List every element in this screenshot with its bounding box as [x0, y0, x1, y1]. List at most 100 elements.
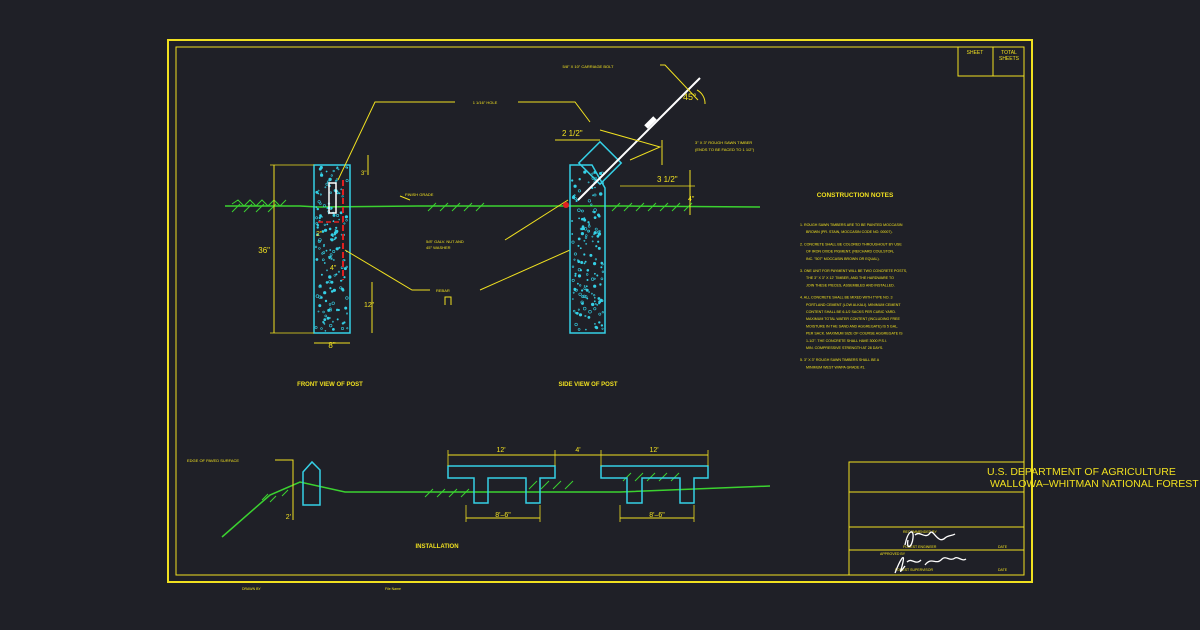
aggregate-dot	[594, 272, 596, 275]
aggregate-dot	[572, 298, 574, 300]
installation-view: 2' EDGE OF PAVED SURFACE 12' 4' 12' 8'–6…	[187, 447, 771, 550]
aggregate-dot	[599, 298, 603, 302]
aggregate-dot	[583, 285, 586, 287]
label-nut: 5/8" GALV. NUT AND	[426, 239, 464, 244]
aggregate-dot	[318, 284, 322, 288]
side-view-title: SIDE VIEW OF POST	[558, 382, 617, 388]
aggregate-dot	[316, 226, 319, 229]
aggregate-dot	[316, 207, 319, 211]
aggregate-dot	[320, 273, 323, 276]
aggregate-dot	[318, 304, 322, 308]
note-line: MINIMUM WEST WWPA GRADE #1.	[806, 365, 865, 369]
aggregate-dot	[317, 239, 321, 243]
aggregate-dot	[320, 327, 323, 330]
aggregate-dot	[571, 265, 575, 268]
aggregate-dot	[598, 172, 602, 176]
install-timber-1	[447, 465, 556, 504]
aggregate-dot	[591, 235, 594, 238]
aggregate-dot	[593, 170, 597, 174]
aggregate-dot	[582, 294, 586, 298]
aggregate-dot	[571, 278, 575, 282]
side-post	[569, 164, 606, 334]
aggregate-dot	[332, 169, 335, 173]
aggregate-dot	[323, 291, 327, 295]
aggregate-dot	[340, 326, 344, 330]
aggregate-dot	[577, 244, 580, 247]
aggregate-dot	[327, 308, 331, 312]
aggregate-dot	[594, 322, 596, 325]
aggregate-dot	[583, 218, 587, 222]
aggregate-dot	[329, 238, 333, 241]
aggregate-dot	[579, 247, 582, 250]
aggregate-dot	[578, 292, 582, 296]
aggregate-dot	[332, 288, 337, 292]
aggregate-dot	[573, 184, 577, 188]
aggregate-dot	[315, 258, 319, 261]
aggregate-dot	[345, 179, 349, 183]
aggregate-dot	[324, 186, 327, 189]
aggregate-dot	[583, 217, 586, 220]
aggregate-dot	[334, 236, 337, 240]
aggregate-dot	[317, 200, 321, 204]
aggregate-dot	[593, 208, 597, 212]
aggregate-dot	[338, 246, 341, 249]
aggregate-dot	[328, 303, 332, 306]
aggregate-dot	[593, 216, 597, 220]
aggregate-dot	[322, 251, 326, 254]
aggregate-dot	[326, 269, 328, 272]
note-line: 4. ALL CONCRETE SHALL BE MIXED WITH TYPE…	[800, 296, 893, 300]
side-dim-4: 4"	[688, 196, 695, 203]
aggregate-dot	[587, 315, 591, 319]
date-label: DATE	[998, 545, 1008, 549]
aggregate-dot	[590, 277, 595, 281]
aggregate-dot	[584, 295, 588, 299]
aggregate-dot	[573, 258, 576, 261]
aggregate-dot	[329, 253, 333, 257]
front-dim-bottom: 12"	[364, 302, 375, 309]
front-dim-slot: 4"	[330, 265, 337, 272]
note-line: MOISTURE IN THE SAND AND AGGREGATE) IS 5…	[806, 324, 898, 328]
aggregate-dot	[583, 262, 586, 265]
aggregate-dot	[588, 230, 591, 232]
front-view: 36" 8" 3" 2" 4" 12" 1 1/16" HOLE REBAR 5…	[225, 100, 591, 388]
agency-name: U.S. DEPARTMENT OF AGRICULTURE	[987, 466, 1176, 478]
aggregate-dot	[321, 258, 325, 262]
note-line: 1. ROUGH SAWN TIMBERS ARE TO BE PAINTED …	[800, 223, 903, 227]
aggregate-dot	[577, 208, 581, 212]
aggregate-dot	[579, 227, 583, 231]
notes-body: 1. ROUGH SAWN TIMBERS ARE TO BE PAINTED …	[800, 223, 907, 369]
aggregate-dot	[334, 180, 338, 183]
aggregate-dot	[322, 245, 325, 248]
aggregate-dot	[335, 226, 338, 229]
aggregate-dot	[593, 300, 596, 303]
aggregate-dot	[315, 222, 319, 225]
aggregate-dot	[318, 219, 321, 222]
forest-name: WALLOWA–WHITMAN NATIONAL FOREST	[990, 478, 1199, 490]
aggregate-dot	[344, 215, 349, 219]
aggregate-dot	[577, 189, 581, 193]
aggregate-dot	[571, 233, 574, 235]
note-line: JOIN THESE PIECES, ASSEMBLED AND INSTALL…	[806, 283, 895, 287]
aggregate-dot	[346, 166, 349, 169]
label-hole: 1 1/16" HOLE	[473, 100, 498, 105]
aggregate-dot	[324, 329, 327, 332]
install-dim-2: 2'	[286, 514, 291, 521]
aggregate-dot	[590, 302, 595, 307]
aggregate-dot	[591, 172, 594, 175]
aggregate-dot	[321, 216, 323, 218]
aggregate-dot	[335, 309, 338, 312]
aggregate-dot	[575, 311, 579, 315]
timber-block	[577, 140, 623, 186]
aggregate-dot	[320, 172, 323, 175]
aggregate-dot	[586, 268, 590, 272]
aggregate-dot	[593, 277, 596, 280]
aggregate-dot	[344, 306, 348, 310]
outer-border	[167, 39, 1033, 583]
aggregate-dot	[325, 182, 329, 186]
aggregate-dot	[593, 211, 596, 214]
aggregate-dot	[581, 302, 584, 305]
aggregate-dot	[329, 324, 333, 328]
aggregate-dot	[591, 240, 594, 243]
bolt-slot	[328, 182, 337, 214]
